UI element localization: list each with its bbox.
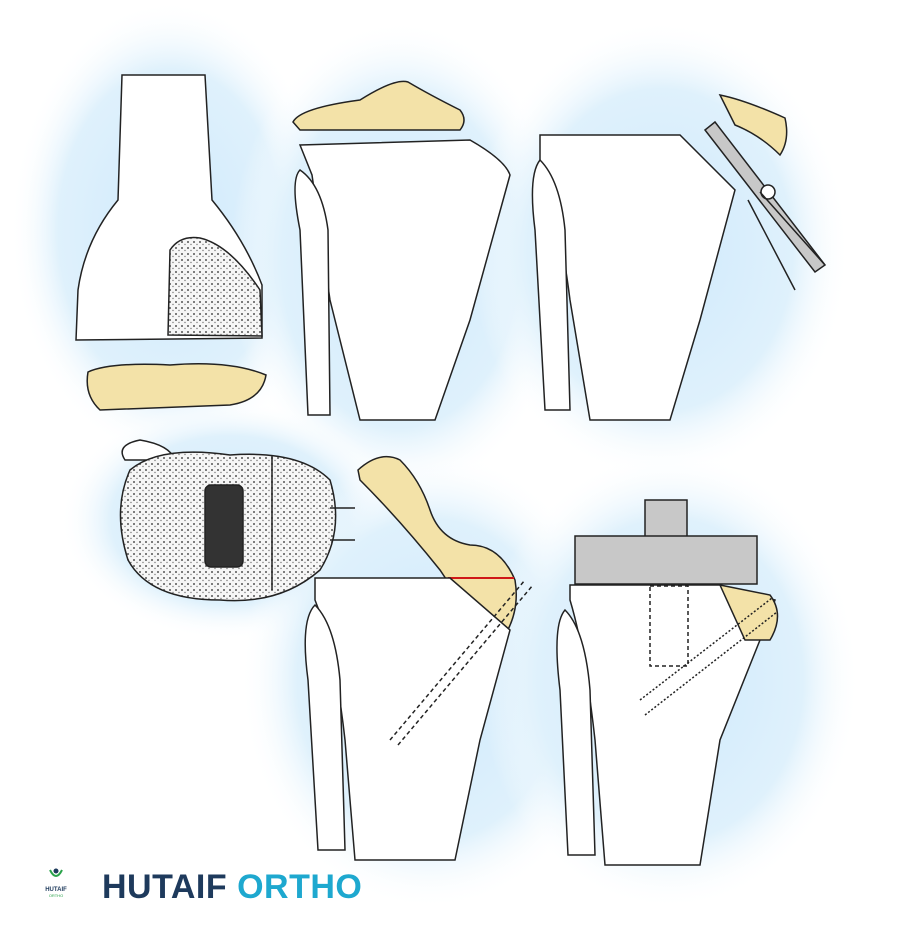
brand-name: HUTAIF ORTHO <box>102 868 362 907</box>
tibial-graft <box>292 80 465 131</box>
bone-fragment <box>718 93 788 157</box>
logo-text: HUTAIF <box>45 887 67 893</box>
implant-panel <box>556 499 779 866</box>
logo-emblem-icon <box>49 868 63 877</box>
graft-insertion-panel <box>304 455 534 861</box>
tibia-graft-panel <box>292 80 511 421</box>
tibia-saw-panel <box>531 93 827 421</box>
tibial-plateau-panel <box>119 439 355 602</box>
femoral-bone-block <box>86 363 267 411</box>
brand-logo: HUTAIF ORTHO <box>44 868 68 898</box>
brand-name-part2: ORTHO <box>237 868 363 906</box>
tibial-implant <box>574 535 758 585</box>
femur-panel <box>75 74 267 411</box>
logo-subtext: ORTHO <box>48 893 64 898</box>
brand-name-part1: HUTAIF <box>102 868 228 906</box>
